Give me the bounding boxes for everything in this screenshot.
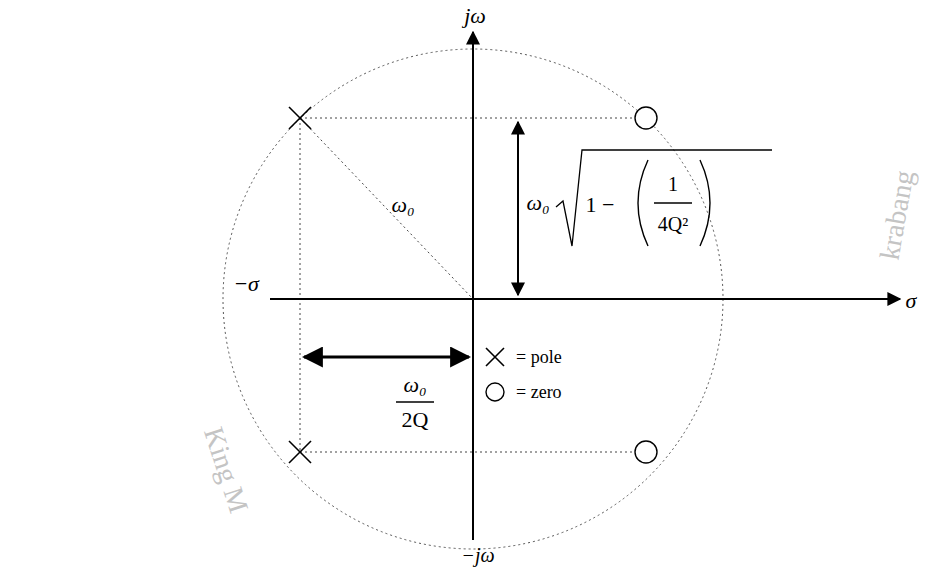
math-term: 1 — [668, 174, 678, 194]
radius-label: ω₀ — [391, 194, 414, 216]
axis-label: −σ — [233, 273, 259, 295]
fraction-bar — [396, 401, 434, 402]
watermark: King M — [199, 424, 253, 516]
height-dimension — [517, 122, 519, 295]
fraction-bar — [654, 202, 692, 203]
pole-symbols — [289, 107, 311, 463]
math-term: ω₀ — [526, 192, 549, 214]
legend-item: = pole — [484, 346, 562, 368]
legend-item: = zero — [484, 381, 562, 403]
construction-lines — [300, 118, 635, 452]
axis-label: −jω — [461, 545, 494, 565]
math-term: ω₀ — [403, 374, 426, 396]
right-paren — [700, 160, 710, 246]
axis-label: σ — [906, 290, 917, 312]
axis-label: jω — [464, 5, 486, 27]
legend-text: = pole — [516, 347, 562, 368]
legend-text: = zero — [516, 382, 562, 403]
math-term: 2Q — [402, 409, 429, 431]
zero-symbol — [484, 381, 506, 403]
jw-axis — [472, 32, 474, 540]
zero-symbols — [635, 107, 657, 463]
sigma-axis — [270, 298, 900, 300]
pole-symbol — [484, 346, 506, 368]
width-dimension — [304, 356, 469, 359]
watermark: krabang — [875, 168, 918, 262]
math-term: 4Q² — [658, 214, 688, 234]
math-term: 1 − — [586, 194, 615, 216]
left-paren — [638, 160, 648, 246]
radical-sign — [556, 150, 772, 246]
